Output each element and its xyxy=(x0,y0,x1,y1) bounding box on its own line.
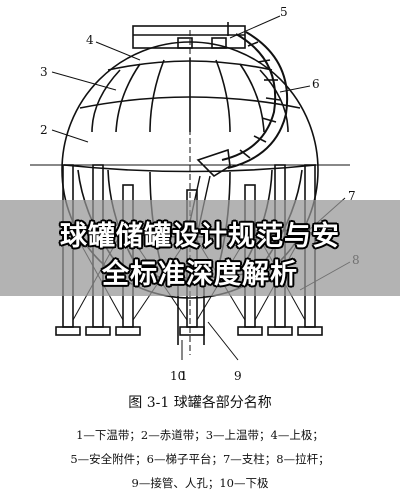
callout-9: 9 xyxy=(234,369,242,383)
legend-line-2: 5—安全附件；6—梯子平台；7—支柱；8—拉杆； xyxy=(70,452,330,466)
callout-5: 5 xyxy=(280,5,288,19)
callout-1: 1 xyxy=(180,369,188,383)
callout-2: 2 xyxy=(40,123,48,137)
meridian-line xyxy=(215,59,231,133)
meridian-line xyxy=(259,69,289,133)
callout-7: 7 xyxy=(348,189,356,203)
legend-line-3: 9—接管、人孔；10—下极 xyxy=(131,476,269,490)
title-banner xyxy=(0,200,400,296)
meridian-line xyxy=(91,69,121,133)
callout-4: 4 xyxy=(86,33,94,47)
legend-line-1: 1—下温带；2—赤道带；3—上温带；4—上极； xyxy=(76,428,324,442)
figure-caption: 图 3-1 球罐各部分名称 xyxy=(128,395,272,411)
callout-6: 6 xyxy=(312,77,320,91)
callout-10: 10 xyxy=(170,369,185,383)
meridian-line xyxy=(239,63,265,133)
sphere-tank-diagram: 1 2 3 4 5 6 7 8 9 10 xyxy=(30,5,360,383)
meridian-line xyxy=(149,59,165,133)
banner-title-line-1: 球罐储罐设计规范与安 xyxy=(60,221,340,252)
banner-title-line-2: 全标准深度解析 xyxy=(102,259,298,290)
callout-3: 3 xyxy=(40,65,48,79)
meridian-line xyxy=(115,63,141,133)
safety-valve xyxy=(211,37,227,49)
column-base-plates xyxy=(55,326,323,336)
